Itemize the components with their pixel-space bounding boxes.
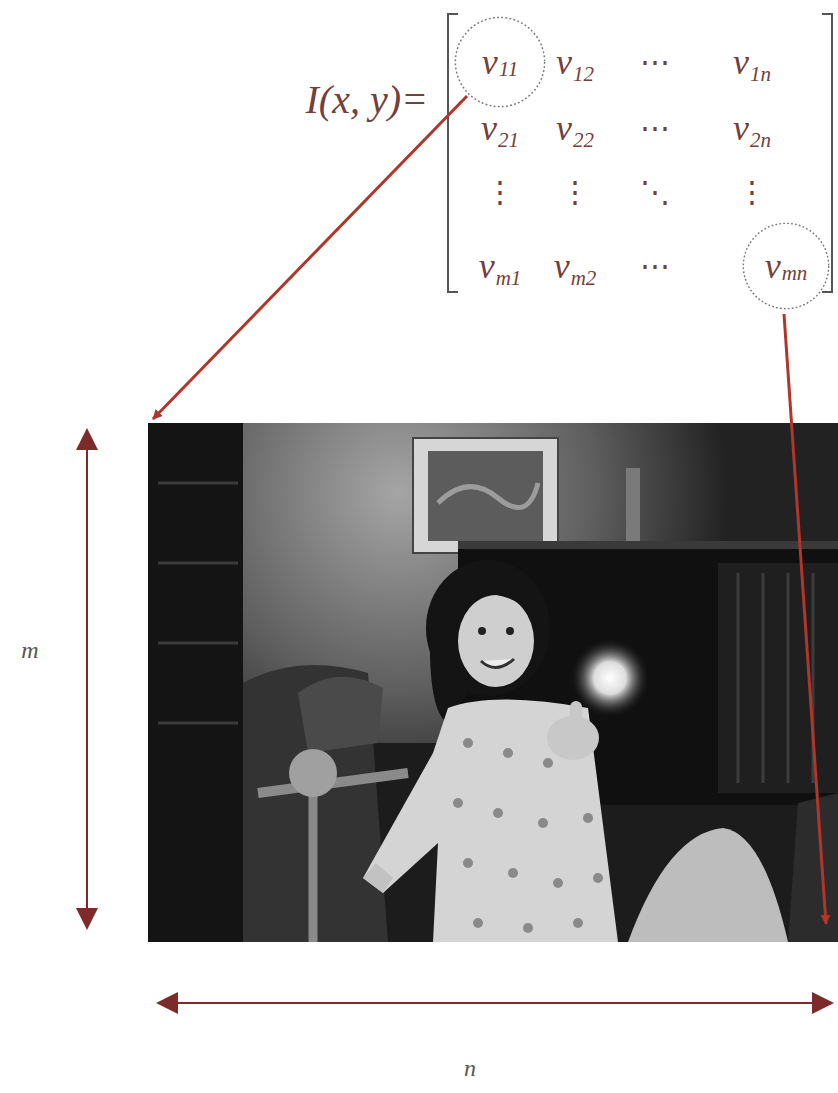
ellipsis-symbol: ⋮ [485,174,515,209]
matrix-brackets [448,14,832,292]
label-group: ⋮ [485,177,515,207]
ellipsis-symbol: ⋯ [640,110,670,145]
formula-label: I(x, y)= [306,77,428,122]
label-group: v21 [481,110,519,146]
matrix-entry: v [765,248,781,284]
label-group: I(x, y)= [306,80,428,120]
label-group: ⋱ [640,177,670,207]
label-group: ⋯ [640,251,670,281]
entry-index: 22 [573,128,594,152]
matrix-entry: v [733,108,749,148]
highlight-circle: vmn [742,222,830,310]
entry-index: m1 [496,266,522,290]
ellipsis-symbol: ⋮ [560,174,590,209]
matrix-entry: v [554,246,570,286]
entry-index: mn [782,263,808,284]
label-group: vm1 [479,248,522,284]
label-group: v22 [556,110,594,146]
entry-index: 1n [750,62,771,86]
ellipsis-symbol: ⋯ [640,44,670,79]
matrix-entry: v [479,246,495,286]
entry-index: m2 [571,266,597,290]
label-group: v1n [733,44,771,80]
entry-index: 11 [499,59,518,80]
highlight-circle: v11 [454,16,546,108]
ellipsis-symbol: ⋱ [640,174,670,209]
label-group: vm2 [554,248,597,284]
pointer-arrow [784,314,826,924]
dimension-label: m [21,637,38,663]
label-group: ⋯ [640,47,670,77]
ellipsis-symbol: ⋮ [737,174,767,209]
photo-illustration [148,423,838,942]
label-group: n [464,1056,476,1080]
dimension-arrow [86,430,88,928]
label-group: v2n [733,110,771,146]
label-group: ⋯ [640,113,670,143]
matrix-entry: v [556,42,572,82]
label-group: v12 [556,44,594,80]
pointer-arrow [153,96,467,419]
label-group: ⋮ [737,177,767,207]
dimension-arrow [158,1002,832,1004]
matrix-entry: v [733,42,749,82]
entry-index: 2n [750,128,771,152]
matrix-entry: v [556,108,572,148]
label-group: ⋮ [560,177,590,207]
ellipsis-symbol: ⋯ [640,248,670,283]
matrix-entry: v [482,44,498,80]
matrix-entry: v [481,108,497,148]
dimension-label: n [464,1055,476,1081]
label-group: m [21,638,38,662]
entry-index: 21 [498,128,519,152]
entry-index: 12 [573,62,594,86]
